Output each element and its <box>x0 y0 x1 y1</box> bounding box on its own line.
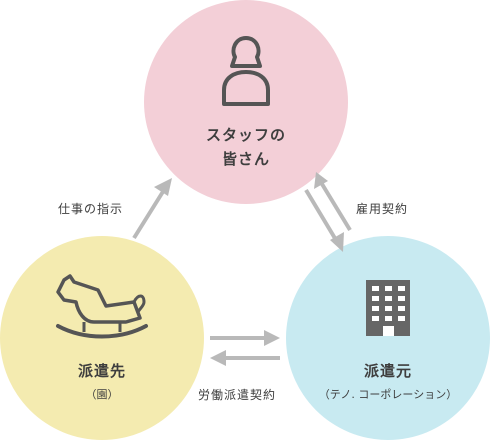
contract-arrow-right <box>210 330 280 346</box>
dispatch-destination-title: 派遣先 <box>77 362 126 380</box>
employment-arrow-up <box>314 172 352 232</box>
person-icon <box>222 36 270 106</box>
dispatch-agency-subtitle: （テノ. コーポレーション） <box>318 388 458 401</box>
employment-arrow-down <box>304 188 344 252</box>
dispatch-destination-subtitle: （園） <box>85 388 119 401</box>
instruction-label: 仕事の指示 <box>58 202 124 216</box>
staff-title-line1: スタッフの <box>205 126 286 144</box>
dispatch-agency-node: 派遣元 （テノ. コーポレーション） <box>286 236 490 440</box>
dispatch-destination-node: 派遣先 （園） <box>0 236 204 440</box>
building-icon <box>366 280 410 336</box>
dispatch-contract-label: 労働派遣契約 <box>198 388 277 402</box>
rocking-horse-icon <box>56 274 148 339</box>
staff-title-line2: 皆さん <box>221 150 270 168</box>
dispatch-agency-title: 派遣元 <box>363 362 412 380</box>
staff-node: スタッフの 皆さん <box>144 0 348 204</box>
contract-arrow-left <box>210 350 280 366</box>
instruction-arrow <box>132 178 172 240</box>
employment-label: 雇用契約 <box>356 202 409 216</box>
